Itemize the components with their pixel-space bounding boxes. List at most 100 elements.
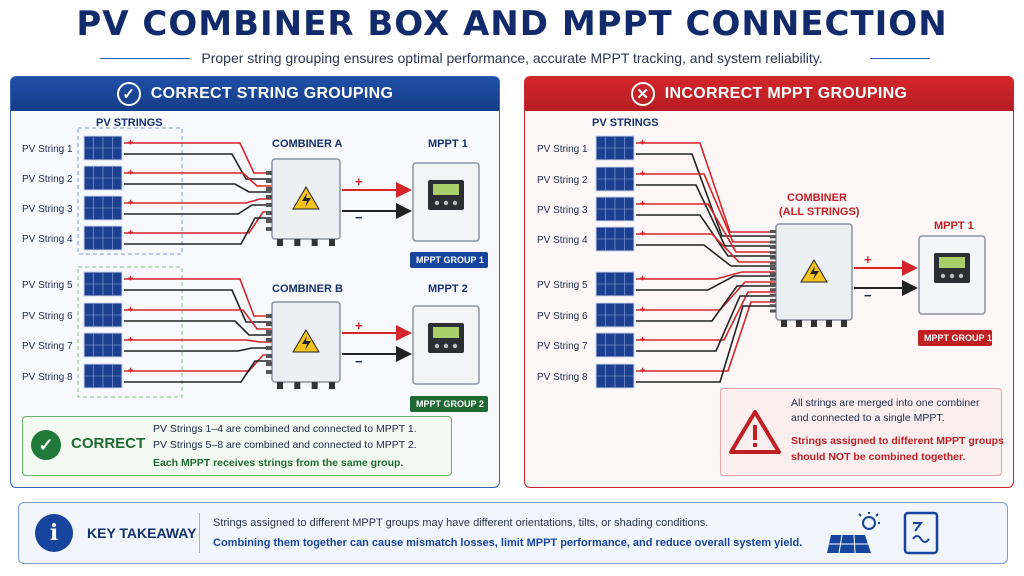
incorrect-note-line-1: All strings are merged into one combiner [791, 397, 980, 409]
left-string-5-negative-wire [124, 289, 272, 323]
solar-panel-sun-icon [827, 512, 880, 554]
right-string-label-7: PV String 7 [537, 341, 588, 352]
incorrect-note-line-4: should NOT be combined together. [791, 451, 966, 463]
right-string-2-positive-wire [636, 173, 776, 243]
combiner-a-label: COMBINER A [272, 138, 343, 150]
svg-text:+: + [640, 228, 645, 238]
right-string-1-negative-wire [636, 153, 776, 237]
left-string-label-6: PV String 6 [22, 311, 73, 322]
page-subtitle: Proper string grouping ensures optimal p… [201, 50, 823, 66]
right-string-8-positive-wire [636, 301, 776, 372]
takeaway-line-2: Combining them together can cause mismat… [213, 537, 803, 549]
left-string-1-negative-wire [124, 153, 272, 180]
incorrect-note-line-3: Strings assigned to different MPPT group… [791, 435, 1004, 447]
right-string-label-1: PV String 1 [537, 144, 588, 155]
key-takeaway-label: KEY TAKEAWAY [87, 525, 197, 541]
svg-text:+: + [640, 304, 645, 314]
left-string-label-2: PV String 2 [22, 174, 73, 185]
left-string-2-negative-wire [124, 183, 272, 193]
incorrect-note-line-2: and connected to a single MPPT. [791, 412, 945, 424]
left-string-5-positive-wire [124, 278, 272, 317]
right-negative-sign: − [864, 288, 872, 303]
svg-text:+: + [128, 197, 133, 207]
svg-text:+: + [128, 273, 133, 283]
incorrect-grouping-title: INCORRECT MPPT GROUPING [664, 85, 908, 102]
svg-text:+: + [640, 137, 645, 147]
right-pv-strings-label: PV STRINGS [592, 117, 659, 129]
svg-text:+: + [640, 198, 645, 208]
right-string-8-negative-wire [636, 305, 776, 383]
left-string-8-negative-wire [124, 360, 272, 383]
left-string-label-5: PV String 5 [22, 280, 73, 291]
correct-note: ✓ CORRECT PV Strings 1–4 are combined an… [22, 416, 452, 476]
check-icon: ✓ [31, 430, 61, 460]
check-circle-icon: ✓ [116, 82, 141, 106]
right-string-3-positive-wire [636, 203, 776, 253]
right-mppt-group-1-badge: MPPT GROUP 1 [918, 330, 992, 346]
correct-grouping-header: ✓ CORRECT STRING GROUPING [11, 77, 499, 111]
right-string-5-positive-wire [636, 271, 776, 280]
correct-note-line-1: PV Strings 1–4 are combined and connecte… [153, 423, 417, 435]
takeaway-divider [199, 513, 200, 553]
left-string-6-positive-wire [124, 309, 272, 330]
left-group-2-outline [77, 266, 183, 398]
left-string-3-positive-wire [124, 198, 272, 204]
right-string-7-negative-wire [636, 295, 776, 352]
left-string-2-positive-wire [124, 172, 272, 187]
left-string-4-negative-wire [124, 217, 272, 245]
svg-text:+: + [640, 273, 645, 283]
mppt-1-label: MPPT 1 [428, 138, 468, 150]
subtitle-divider-left [100, 58, 190, 59]
right-string-1-positive-wire [636, 142, 776, 233]
svg-text:+: + [128, 137, 133, 147]
mppt-group-2-badge: MPPT GROUP 2 [410, 396, 488, 412]
left-string-label-4: PV String 4 [22, 234, 73, 245]
svg-text:+: + [128, 334, 133, 344]
combiner-b-negative-sign: − [355, 354, 363, 369]
right-string-label-5: PV String 5 [537, 280, 588, 291]
right-string-label-8: PV String 8 [537, 372, 588, 383]
incorrect-note: All strings are merged into one combiner… [720, 388, 1004, 476]
left-string-7-positive-wire [124, 339, 272, 343]
left-group-1-outline [77, 127, 183, 255]
takeaway-line-1: Strings assigned to different MPPT group… [213, 517, 709, 529]
right-string-label-2: PV String 2 [537, 175, 588, 186]
right-string-4-negative-wire [636, 244, 776, 267]
subtitle-divider-right [870, 58, 930, 59]
svg-text:+: + [640, 168, 645, 178]
warning-triangle-icon [729, 410, 781, 454]
combiner-b-positive-sign: + [355, 318, 363, 333]
correct-grouping-title: CORRECT STRING GROUPING [150, 85, 394, 102]
svg-text:+: + [128, 167, 133, 177]
right-positive-sign: + [864, 252, 872, 267]
right-string-6-positive-wire [636, 281, 776, 311]
right-string-7-positive-wire [636, 291, 776, 341]
right-string-label-6: PV String 6 [537, 311, 588, 322]
mppt-group-1-badge: MPPT GROUP 1 [410, 252, 488, 268]
right-string-label-3: PV String 3 [537, 205, 588, 216]
left-string-label-1: PV String 1 [22, 144, 73, 155]
combiner-a-negative-sign: − [355, 210, 363, 225]
correct-note-line-3: Each MPPT receives strings from the same… [153, 457, 404, 469]
x-circle-icon: ✕ [630, 82, 655, 106]
left-string-3-negative-wire [124, 204, 272, 215]
left-string-label-8: PV String 8 [22, 372, 73, 383]
right-string-6-negative-wire [636, 285, 776, 322]
left-string-6-negative-wire [124, 320, 272, 336]
incorrect-grouping-header: ✕ INCORRECT MPPT GROUPING [525, 77, 1013, 111]
svg-text:+: + [640, 334, 645, 344]
left-string-label-3: PV String 3 [22, 204, 73, 215]
left-string-1-positive-wire [124, 142, 272, 174]
svg-text:+: + [128, 365, 133, 375]
inverter-icon [903, 511, 939, 555]
correct-word: CORRECT [71, 435, 146, 452]
correct-note-line-2: PV Strings 5–8 are combined and connecte… [153, 439, 417, 451]
right-string-2-negative-wire [636, 184, 776, 247]
page-title: PV COMBINER BOX AND MPPT CONNECTION [76, 4, 948, 44]
combiner-all-label-line2: (ALL STRINGS) [779, 206, 860, 218]
right-mppt-1-label: MPPT 1 [934, 220, 974, 232]
right-string-4-positive-wire [636, 233, 776, 263]
info-icon: i [35, 514, 73, 552]
combiner-a-positive-sign: + [355, 174, 363, 189]
